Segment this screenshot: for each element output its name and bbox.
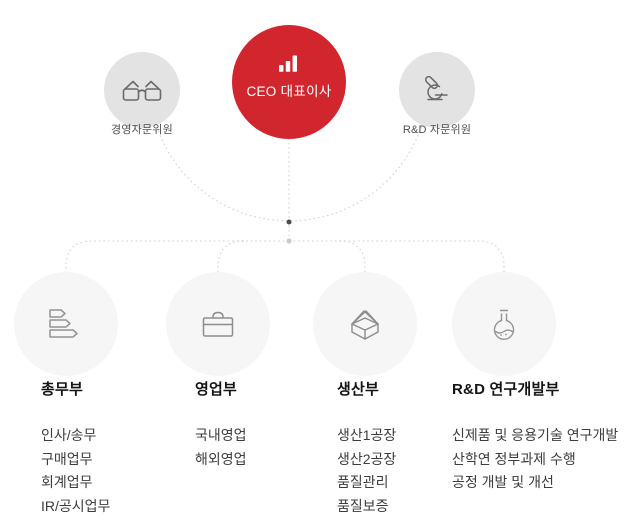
department-node-rnd-dev	[452, 272, 556, 376]
duty-item: 생산2공장	[337, 450, 397, 467]
department-title-production: 생산부	[337, 381, 380, 398]
glasses-icon	[122, 80, 162, 101]
department-title-sales: 영업부	[195, 381, 238, 398]
ceo-label: CEO 대표이사	[246, 84, 332, 99]
advisor-node-rnd	[399, 52, 475, 128]
duty-item: 생산1공장	[337, 427, 397, 443]
duty-item: 신제품 및 응용기술 연구개발	[452, 427, 619, 443]
department-node-sales	[166, 272, 270, 376]
duty-item: 회계업무	[41, 474, 93, 490]
duty-item: 국내영업	[195, 427, 247, 443]
ceo-node: CEO 대표이사	[232, 25, 346, 139]
junction-dot-light	[286, 238, 292, 244]
advisor-label-rnd: R&D 자문위원	[402, 124, 472, 136]
duty-item: 해외영업	[195, 450, 247, 467]
branch-drop-3	[338, 240, 366, 273]
microscope-icon	[424, 75, 448, 101]
department-node-general-affairs	[14, 272, 118, 376]
bar-list-icon	[49, 309, 78, 338]
duty-item: 산학연 정부과제 수행	[452, 450, 576, 467]
department-title-rnd-dev: R&D 연구개발부	[452, 381, 560, 398]
duty-item: 품질보증	[337, 497, 389, 514]
duty-item: 공정 개발 및 개선	[452, 474, 554, 490]
bus-line-right	[289, 240, 505, 273]
branch-drop-2	[217, 240, 245, 273]
flask-icon	[493, 309, 515, 340]
briefcase-icon	[202, 311, 234, 337]
advisor-node-management	[104, 52, 180, 128]
department-node-production	[313, 272, 417, 376]
department-title-general-affairs: 총무부	[41, 381, 84, 398]
bus-line-left	[65, 240, 289, 273]
advisor-label-management: 경영자문위원	[111, 124, 173, 136]
bar-chart-icon	[279, 55, 297, 72]
duty-item: IR/공시업무	[41, 497, 111, 514]
junction-dot-dark	[286, 219, 292, 225]
open-box-icon	[351, 310, 379, 340]
duty-item: 인사/송무	[41, 427, 97, 443]
duty-item: 구매업무	[41, 450, 93, 467]
duty-item: 품질관리	[337, 474, 389, 490]
